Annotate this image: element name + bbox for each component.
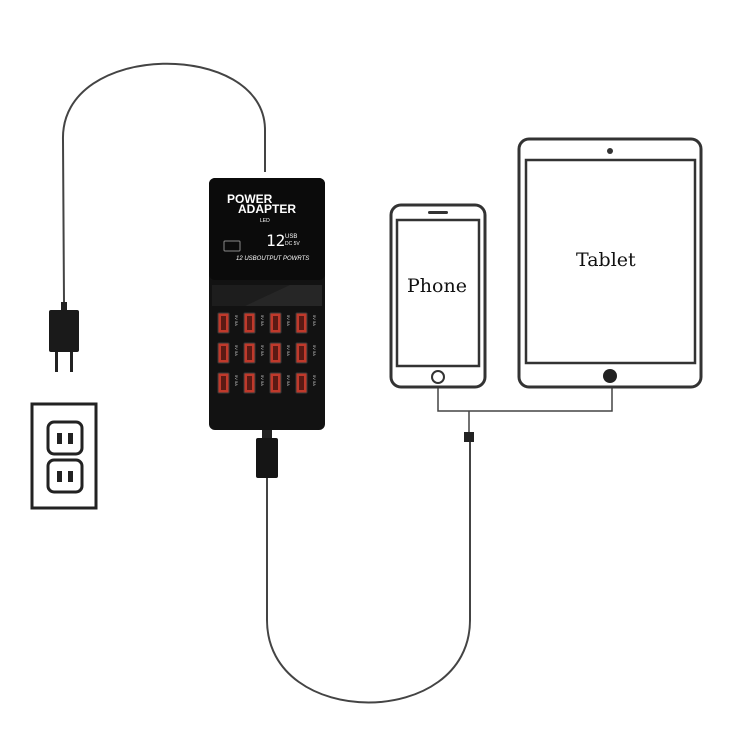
- usb-port-slot: [221, 376, 226, 390]
- led-label: LED: [260, 218, 270, 224]
- display-volt: DC 5V: [285, 241, 300, 247]
- usb-port-label: 5V 5A: [234, 375, 239, 386]
- usb-port-slot: [273, 316, 278, 330]
- power-adapter: POWER ADAPTER LED 12 USB DC 5V 12 USBOUT…: [209, 178, 325, 430]
- usb-port-slot: [221, 316, 226, 330]
- usb-port-label: 5V 5A: [312, 315, 317, 326]
- usb-port-label: 5V 5A: [312, 345, 317, 356]
- usb-port-slot: [273, 346, 278, 360]
- display-digits: 12: [266, 231, 285, 250]
- led-window: [223, 240, 241, 252]
- usb-port-slot: [221, 346, 226, 360]
- power-cord: [61, 62, 266, 303]
- adapter-subtitle: 12 USBOUTPUT POWRTS: [236, 256, 309, 262]
- tablet-label: Tablet: [576, 249, 636, 271]
- usb-port-slot: [299, 316, 304, 330]
- phone-icon: [389, 203, 487, 389]
- usb-port-label: 5V 5A: [286, 345, 291, 356]
- usb-port-label: 5V 5A: [312, 375, 317, 386]
- tablet-icon: [517, 137, 703, 389]
- usb-cable: [266, 440, 471, 704]
- usb-connector-icon: [256, 430, 278, 478]
- cable-splitter: [464, 432, 474, 442]
- phone-label: Phone: [407, 275, 467, 297]
- display-usb: USB: [285, 234, 297, 240]
- usb-port-label: 5V 5A: [234, 315, 239, 326]
- usb-port-slot: [247, 316, 252, 330]
- split-wire: [437, 386, 613, 432]
- plug-icon: [49, 302, 79, 372]
- usb-port-slot: [247, 376, 252, 390]
- usb-port-slot: [299, 346, 304, 360]
- usb-port-label: 5V 5A: [286, 315, 291, 326]
- usb-port-label: 5V 5A: [260, 315, 265, 326]
- adapter-title-line1: POWER: [227, 192, 273, 206]
- usb-port-slot: [273, 376, 278, 390]
- usb-port-label: 5V 5A: [234, 345, 239, 356]
- usb-port-label: 5V 5A: [286, 375, 291, 386]
- adapter-title-line2: ADAPTER: [238, 202, 296, 216]
- usb-port-label: 5V 5A: [260, 345, 265, 356]
- usb-port-slot: [299, 376, 304, 390]
- wall-outlet-icon: [30, 402, 98, 510]
- usb-port-grid: 5V 5A 5V 5A 5V 5A 5V 5A 5V 5A 5V 5A 5V 5A 5V 5A…: [217, 312, 317, 394]
- usb-port-label: 5V 5A: [260, 375, 265, 386]
- usb-port-slot: [247, 346, 252, 360]
